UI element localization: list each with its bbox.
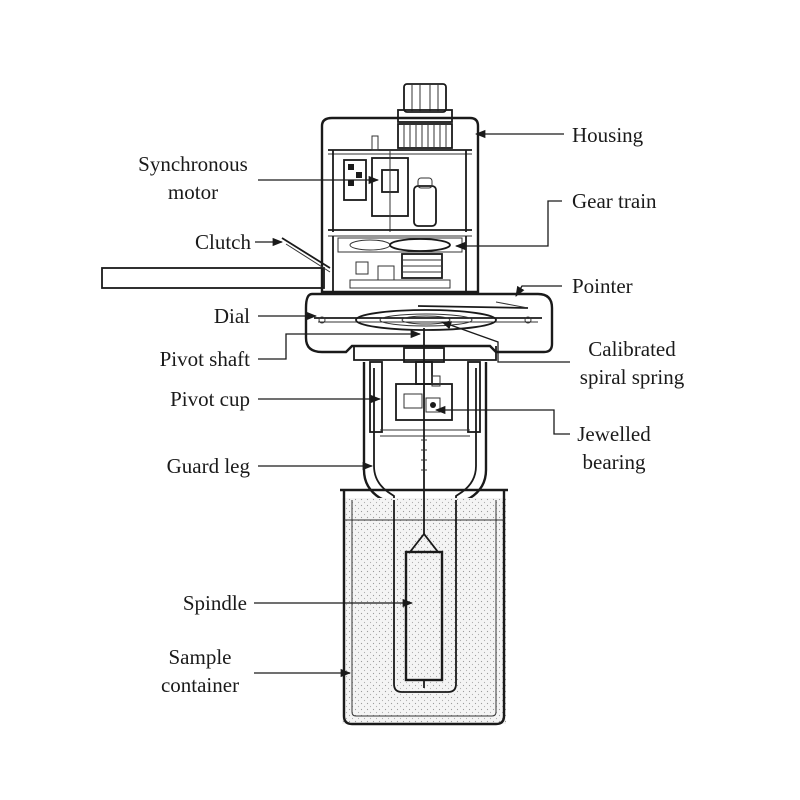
label-jewelled-bearing-line1: Jewelled <box>577 422 651 446</box>
motor-compartment <box>328 123 472 237</box>
spindle <box>404 420 444 688</box>
label-guard-leg: Guard leg <box>167 454 251 478</box>
leader-pivot-shaft <box>258 329 422 360</box>
label-synchronous-motor-line2: motor <box>168 180 218 204</box>
leader-pointer <box>515 285 562 297</box>
pivot-assembly <box>353 328 497 421</box>
gear-train-compartment <box>332 236 467 292</box>
label-clutch: Clutch <box>195 230 251 254</box>
apparatus-drawing <box>101 83 554 726</box>
label-spindle: Spindle <box>183 591 247 615</box>
label-pointer: Pointer <box>572 274 633 298</box>
labels: Housing Synchronous motor Gear train Clu… <box>138 123 685 697</box>
label-pivot-cup: Pivot cup <box>170 387 250 411</box>
label-pivot-shaft: Pivot shaft <box>160 347 251 371</box>
label-calibrated-spiral-spring-line1: Calibrated <box>588 337 676 361</box>
top-knob <box>397 83 453 123</box>
dial-housing <box>304 292 554 354</box>
leader-calibrated-spiral-spring <box>441 321 570 363</box>
label-gear-train: Gear train <box>572 189 657 213</box>
label-calibrated-spiral-spring-line2: spiral spring <box>580 365 685 389</box>
leader-lines <box>254 129 570 678</box>
leader-jewelled-bearing <box>434 405 570 435</box>
leader-gear-train <box>454 200 562 251</box>
label-sample-container-line1: Sample <box>169 645 232 669</box>
housing-shell <box>320 116 480 294</box>
label-dial: Dial <box>214 304 250 328</box>
label-housing: Housing <box>572 123 644 147</box>
label-jewelled-bearing-line2: bearing <box>583 450 646 474</box>
clutch-lever <box>101 237 331 289</box>
label-sample-container-line2: container <box>161 673 239 697</box>
label-synchronous-motor-line1: Synchronous <box>138 152 248 176</box>
